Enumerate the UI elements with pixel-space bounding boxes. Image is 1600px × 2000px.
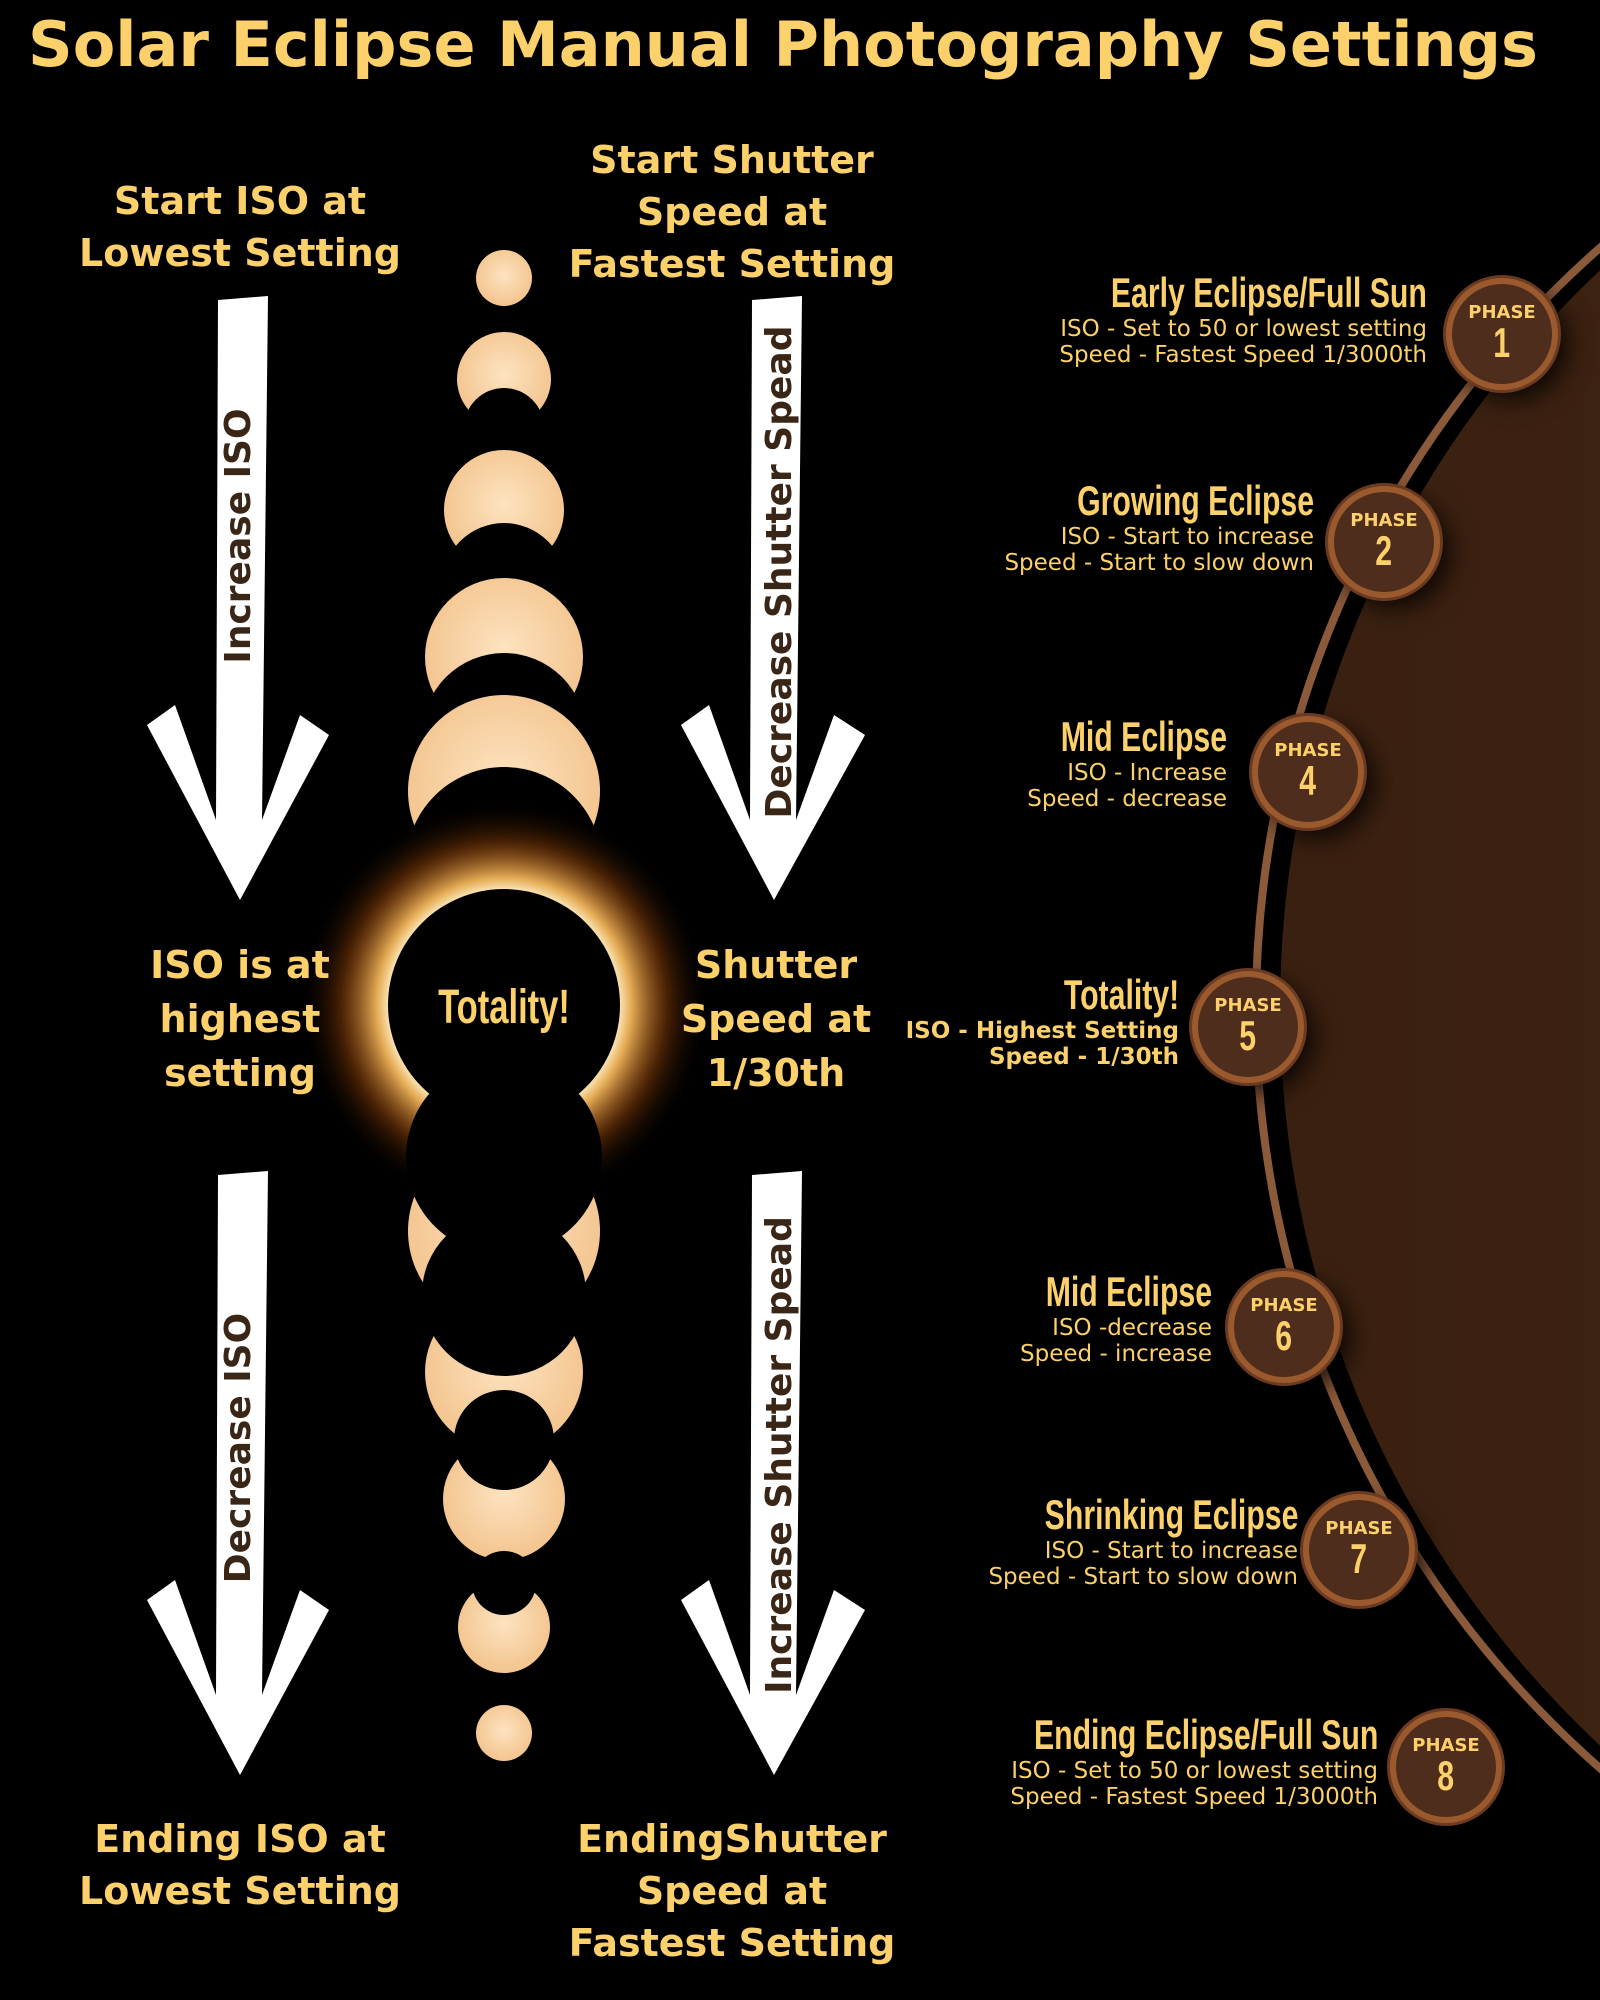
text-line: setting [164, 1051, 316, 1095]
phase-badge-label: PHASE [1468, 302, 1536, 323]
right-end-label: EndingShutter Speed at Fastest Setting [562, 1813, 902, 1969]
left-start-label: Start ISO at Lowest Setting [70, 175, 410, 279]
phase-speed: Speed - Fastest Speed 1/3000th [1059, 342, 1427, 368]
phase-speed: Speed - increase [1020, 1341, 1212, 1367]
right-start-label: Start Shutter Speed at Fastest Setting [562, 134, 902, 290]
phase-badge-number: 6 [1275, 1312, 1293, 1359]
arrow-label: Decrease ISO [218, 1313, 259, 1583]
text-line: highest [159, 997, 321, 1041]
text-line: Fastest Setting [568, 1921, 896, 1965]
left-end-label: Ending ISO at Lowest Setting [70, 1813, 410, 1917]
phase-6-description: Ending Eclipse/Full Sun ISO - Set to 50 … [900, 1711, 1378, 1811]
text-line: Fastest Setting [568, 242, 896, 286]
phase-speed: Speed - Start to slow down [1004, 550, 1314, 576]
phase-badge-number: 2 [1375, 527, 1393, 574]
phase-badge-label: PHASE [1250, 1295, 1318, 1316]
arrow-label: Increase ISO [218, 408, 259, 663]
text-line: Lowest Setting [79, 1869, 401, 1913]
phase-heading: Mid Eclipse [1045, 1268, 1212, 1315]
phase-badge-number: 7 [1350, 1535, 1368, 1582]
text-line: Start Shutter [590, 138, 874, 182]
totality-label: Totality! [438, 981, 570, 1034]
text-line: 1/30th [706, 1051, 846, 1095]
phase-badge-number: 5 [1239, 1012, 1257, 1059]
phase-iso: ISO - Increase [1067, 760, 1227, 786]
arrow-down-iso-increase [147, 296, 329, 900]
text-line: Speed at [636, 1869, 828, 1913]
phase-badge-label: PHASE [1412, 1735, 1480, 1756]
totality-moon [388, 889, 620, 1121]
phase-iso: ISO - Start to increase [1044, 1538, 1298, 1564]
right-middle-label: Shutter Speed at 1/30th [606, 938, 946, 1100]
text-line: Speed at [636, 190, 828, 234]
phase-badge-label: PHASE [1274, 740, 1342, 761]
phase-4-description: Mid Eclipse ISO -decrease Speed - increa… [981, 1268, 1212, 1368]
phase-speed: Speed - Start to slow down [988, 1564, 1298, 1590]
text-line: Lowest Setting [79, 231, 401, 275]
phase-2-description: Mid Eclipse ISO - Increase Speed - decre… [996, 713, 1227, 813]
arrow-label: Decrease Shutter Spead [759, 326, 800, 819]
phase-heading: Totality! [1063, 971, 1179, 1018]
sun-phase-sequence [299, 250, 709, 1761]
timeline-fill [1280, 270, 1600, 1746]
phase-badge: PHASE 6 [1228, 1271, 1340, 1383]
phase-badge-label: PHASE [1350, 510, 1418, 531]
arrow-label: Increase Shutter Spead [759, 1216, 800, 1694]
phase-speed: Speed - Fastest Speed 1/3000th [1010, 1784, 1378, 1810]
text-line: Ending ISO at [94, 1817, 386, 1861]
phase-badge: PHASE 1 [1446, 278, 1558, 390]
text-line: EndingShutter [577, 1817, 887, 1861]
phase-badge-number: 1 [1493, 319, 1511, 366]
phase-iso: ISO -decrease [1052, 1315, 1212, 1341]
phase-badge-label: PHASE [1325, 1518, 1393, 1539]
phase-5-description: Shrinking Eclipse ISO - Start to increas… [946, 1491, 1298, 1591]
phase-badge-label: PHASE [1214, 995, 1282, 1016]
text-line: Speed at [680, 997, 872, 1041]
phase-heading: Shrinking Eclipse [1044, 1491, 1298, 1538]
left-middle-label: ISO is at highest setting [70, 938, 410, 1100]
phase-heading: Ending Eclipse/Full Sun [1033, 1711, 1378, 1758]
phase-heading: Early Eclipse/Full Sun [1111, 269, 1427, 316]
text-line: Start ISO at [113, 179, 367, 223]
page-title: Solar Eclipse Manual Photography Setting… [28, 8, 1538, 81]
phase-heading: Growing Eclipse [1077, 477, 1314, 524]
phase-badge: PHASE 5 [1192, 971, 1304, 1083]
phase-badge: PHASE 2 [1328, 486, 1440, 598]
phase-badge-number: 4 [1299, 757, 1317, 804]
phase-badge-number: 8 [1437, 1752, 1455, 1799]
arrow-down-shutter-increase [681, 1171, 865, 1775]
phase-0-description: Early Eclipse/Full Sun ISO - Set to 50 o… [988, 269, 1427, 369]
text-line: Shutter [694, 943, 858, 987]
phase-1-description: Growing Eclipse ISO - Start to increase … [985, 477, 1314, 577]
phase-speed: Speed - decrease [1027, 786, 1227, 812]
arrow-down-shutter-decrease [681, 296, 865, 900]
phase-badge: PHASE 8 [1390, 1711, 1502, 1823]
phase-iso: ISO - Start to increase [1060, 524, 1314, 550]
phase-speed: Speed - 1/30th [988, 1044, 1179, 1070]
phase-iso: ISO - Highest Setting [905, 1018, 1179, 1044]
arrow-down-iso-decrease [147, 1171, 329, 1775]
phase-badge: PHASE 4 [1252, 716, 1364, 828]
phase-iso: ISO - Set to 50 or lowest setting [1060, 316, 1427, 342]
phase-3-description: Totality! ISO - Highest Setting Speed - … [905, 971, 1179, 1071]
phase-badge: PHASE 7 [1303, 1494, 1415, 1606]
phase-heading: Mid Eclipse [1060, 713, 1227, 760]
text-line: ISO is at [150, 943, 330, 987]
phase-iso: ISO - Set to 50 or lowest setting [1011, 1758, 1378, 1784]
